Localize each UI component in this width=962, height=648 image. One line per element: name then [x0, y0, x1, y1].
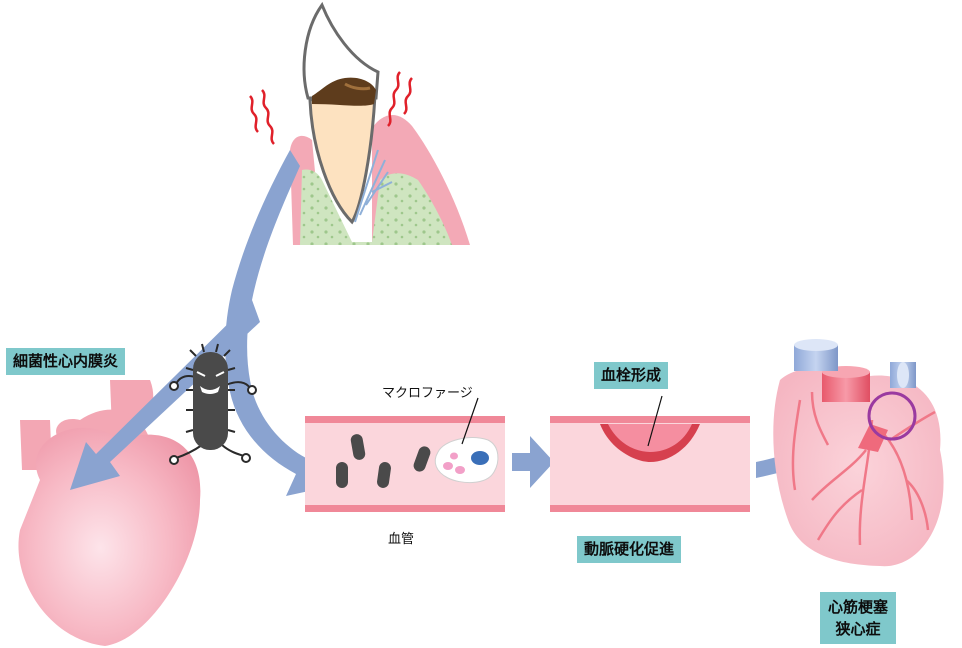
- heart-coronary-illustration: [773, 339, 944, 567]
- heart-shape: [18, 427, 201, 646]
- label-myocardial-infarction: 心筋梗塞: [828, 598, 889, 616]
- aorta-vessels: [794, 339, 916, 452]
- blood-vessel-thrombus: [550, 395, 750, 512]
- small-bacteria: [336, 434, 431, 488]
- inflammation-wavy-lines: [249, 71, 413, 145]
- tooth-crown: [302, 1, 380, 100]
- macrophage-cell: [434, 437, 499, 483]
- periodontal-fibers: [354, 149, 393, 223]
- label-thrombus-formation: 血栓形成: [594, 362, 669, 389]
- tooth-illustration: [249, 1, 470, 245]
- tooth-root: [308, 93, 377, 225]
- label-macrophage: マクロファージ: [382, 386, 473, 401]
- thrombus-pointer: [647, 395, 663, 447]
- blood-vessel-bacteria: [305, 397, 505, 512]
- label-atherosclerosis: 動脈硬化促進: [577, 536, 682, 563]
- macrophage-pointer: [461, 397, 479, 445]
- label-angina: 狭心症: [835, 620, 881, 638]
- jaw-bone: [300, 169, 452, 245]
- caries: [312, 77, 376, 106]
- label-mi-angina: 心筋梗塞 狭心症: [820, 592, 897, 644]
- lesion-highlight-circle: [867, 391, 917, 441]
- bacterium-character: [169, 343, 257, 465]
- label-blood-vessel: 血管: [388, 532, 415, 547]
- heart-endocarditis-illustration: [18, 380, 201, 646]
- label-bacterial-endocarditis: 細菌性心内膜炎: [6, 348, 126, 375]
